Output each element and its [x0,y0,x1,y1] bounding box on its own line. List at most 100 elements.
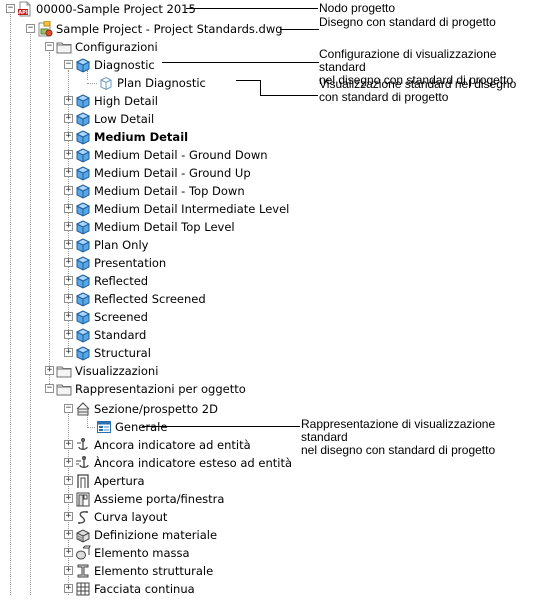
tree-config-item-expander[interactable]: + [64,149,73,159]
tree-config-item[interactable]: Medium Detail - Top Down [94,184,245,198]
tree-object-item[interactable]: Àncora indicatore esteso ad entità [94,456,293,470]
annotation-display-set: Visualizzazione standard nel disegno con… [319,78,516,104]
leader-display-set-b [260,80,261,95]
folder-icon [56,381,72,397]
tree-object-item-expander[interactable]: + [64,529,73,539]
door-window-assembly-icon [75,491,91,507]
section-elevation-icon [75,401,91,417]
tree-config-item[interactable]: Reflected [94,274,149,288]
tree-config-item[interactable]: Structural [94,346,151,360]
display-config-icon [75,273,91,289]
tree-config-item[interactable]: Standard [94,328,147,342]
tree-config-diagnostic-expander[interactable]: − [64,59,73,69]
tree-config-item-expander[interactable]: + [64,113,73,123]
tree-object-section-elevation-expander[interactable]: − [64,403,73,413]
tree-config-item[interactable]: Medium Detail Intermediate Level [94,202,290,216]
tree-config-item-expander[interactable]: + [64,131,73,141]
tree-object-item-expander[interactable]: + [64,475,73,485]
svg-text:API: API [18,10,28,16]
display-config-icon [75,219,91,235]
tree-config-item[interactable]: Medium Detail - Ground Down [94,148,268,162]
tree-object-item[interactable]: Elemento strutturale [94,564,214,578]
tree-folder-rappresentazioni[interactable]: Rappresentazioni per oggetto [75,382,246,396]
tree-config-item[interactable]: Medium Detail - Ground Up [94,166,251,180]
tree-object-item[interactable]: Apertura [94,474,145,488]
display-config-icon [75,309,91,325]
tree-config-diagnostic[interactable]: Diagnostic [94,58,155,72]
display-config-icon [75,291,91,307]
mass-element-icon [75,545,91,561]
tree-folder-configurazioni-expander[interactable]: − [45,41,54,51]
tree-root-project-expander[interactable]: − [6,3,15,13]
folder-icon [56,39,72,55]
annotation-project-node: Nodo progetto [319,1,396,15]
tree-object-item-expander[interactable]: + [64,565,73,575]
tree-config-item-expander[interactable]: + [64,275,73,285]
annotation-display-rep-line1: Rappresentazione di visualizzazione stan… [301,417,496,444]
tree-config-item-expander[interactable]: + [64,239,73,249]
tree-object-item-expander[interactable]: + [64,493,73,503]
tree-object-item-expander[interactable]: + [64,583,73,593]
display-config-icon [75,345,91,361]
tree-config-item[interactable]: Presentation [94,256,167,270]
display-config-icon [75,255,91,271]
tree-guide-l4-sec [87,412,88,426]
tree-config-item-expander[interactable]: + [64,95,73,105]
leader-display-config [162,62,319,63]
tree-config-item[interactable]: High Detail [94,94,158,108]
display-config-icon [75,129,91,145]
tree-config-item[interactable]: Medium Detail Top Level [94,220,235,234]
tree-guide-l2 [49,52,50,386]
leader-display-rep [142,426,300,427]
tree-config-item[interactable]: Screened [94,310,148,324]
display-config-icon [75,237,91,253]
tree-config-item[interactable]: Reflected Screened [94,292,206,306]
tree-object-item[interactable]: Elemento massa [94,546,190,560]
display-config-icon [75,147,91,163]
tree-object-item[interactable]: Ancora indicatore ad entità [94,438,251,452]
tree-config-item-expander[interactable]: + [64,185,73,195]
tree-drawing[interactable]: Sample Project - Project Standards.dwg [56,22,283,36]
tree-object-item-expander[interactable]: + [64,511,73,521]
tree-config-item-expander[interactable]: + [64,221,73,231]
tree-config-item[interactable]: Low Detail [94,112,155,126]
tree-config-item-expander[interactable]: + [64,293,73,303]
tree-object-section-elevation[interactable]: Sezione/prospetto 2D [94,402,218,416]
tree-config-item-expander[interactable]: + [64,347,73,357]
tree-config-item-expander[interactable]: + [64,311,73,321]
tree-object-item[interactable]: Curva layout [94,510,168,524]
tree-set-plan-diagnostic[interactable]: Plan Diagnostic [117,76,206,90]
tree-object-item[interactable]: Facciata continua [94,582,195,596]
tree-rep-generale[interactable]: Generale [115,420,168,434]
tree-drawing-expander[interactable]: − [26,23,35,33]
tree-config-item[interactable]: Plan Only [94,238,149,252]
tree-config-item-expander[interactable]: + [64,167,73,177]
tree-branch-plan-diagnostic [87,83,97,84]
tree-config-item-expander[interactable]: + [64,203,73,213]
material-definition-icon [75,527,91,543]
folder-icon [56,363,72,379]
tree-guide-l1 [30,32,31,595]
tree-folder-rappresentazioni-expander[interactable]: − [45,383,54,393]
tree-root-project[interactable]: 00000-Sample Project 2015 [36,2,196,16]
tree-config-item-expander[interactable]: + [64,329,73,339]
tree-object-item-expander[interactable]: + [64,439,73,449]
tree-config-item-expander[interactable]: + [64,257,73,267]
leader-display-set-c [260,95,318,96]
display-config-icon [75,93,91,109]
annotation-display-config: Configurazione di visualizzazione standa… [319,48,535,87]
leader-display-set-a [236,80,260,81]
tree-object-item[interactable]: Definizione materiale [94,528,218,542]
project-icon: API [17,1,33,17]
tree-folder-visualizzazioni-expander[interactable]: + [45,365,54,375]
display-config-icon [75,201,91,217]
tree-folder-configurazioni[interactable]: Configurazioni [75,40,158,54]
annotation-display-rep: Rappresentazione di visualizzazione stan… [301,418,535,457]
tree-object-item[interactable]: Assieme porta/finestra [94,492,225,506]
layout-curve-icon [75,509,91,525]
tree-folder-visualizzazioni[interactable]: Visualizzazioni [75,364,159,378]
annotation-display-config-line1: Configurazione di visualizzazione standa… [319,47,497,74]
tree-object-item-expander[interactable]: + [64,457,73,467]
tree-config-item[interactable]: Medium Detail [94,130,189,144]
tree-object-item-expander[interactable]: + [64,547,73,557]
